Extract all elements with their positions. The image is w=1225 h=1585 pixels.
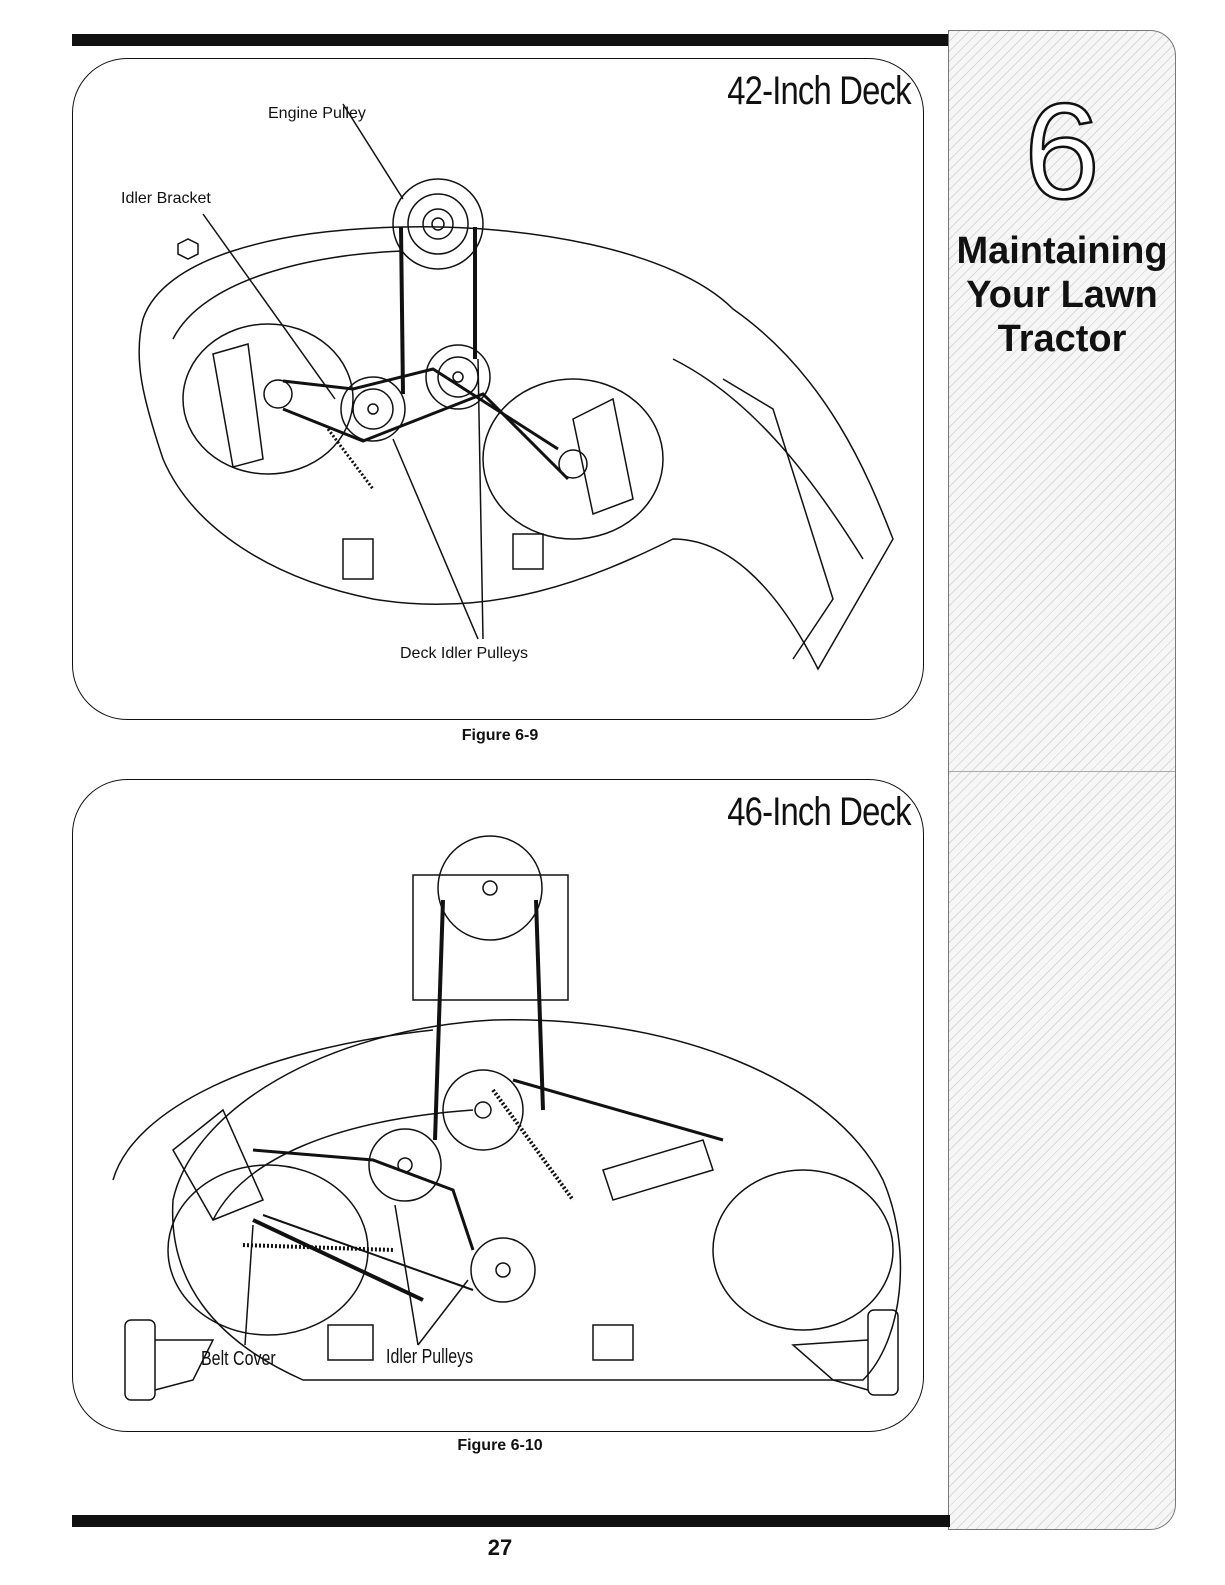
label-belt-cover: Belt Cover: [201, 1348, 276, 1371]
bottom-rule: [72, 1515, 950, 1527]
label-deck-idler-pulleys: Deck Idler Pulleys: [400, 645, 528, 663]
figure-6-10-panel: 46-Inch Deck Belt Cover Idler Pulleys: [72, 779, 924, 1432]
chapter-title: Maintaining Your Lawn Tractor: [949, 229, 1175, 361]
label-idler-bracket: Idler Bracket: [121, 190, 211, 208]
deck-title-42: 42-Inch Deck: [728, 69, 911, 114]
chapter-sidebar: 6 Maintaining Your Lawn Tractor: [948, 30, 1176, 1530]
deck-42-illustration: [73, 59, 924, 720]
chapter-number: 6: [949, 83, 1175, 219]
figure-caption-6-10: Figure 6-10: [0, 1437, 1000, 1455]
chapter-title-line-3: Tractor: [949, 317, 1175, 361]
label-idler-pulleys: Idler Pulleys: [386, 1346, 473, 1369]
sidebar-divider: [949, 771, 1175, 772]
page-number: 27: [0, 1535, 1000, 1561]
label-engine-pulley: Engine Pulley: [268, 105, 366, 123]
deck-46-illustration: [73, 780, 924, 1432]
chapter-title-line-1: Maintaining: [949, 229, 1175, 273]
figure-6-9-panel: 42-Inch Deck Engine Pulley Idler Bracket…: [72, 58, 924, 720]
top-rule: [72, 34, 950, 46]
deck-title-46: 46-Inch Deck: [728, 790, 911, 835]
figure-caption-6-9: Figure 6-9: [0, 727, 1000, 745]
chapter-title-line-2: Your Lawn: [949, 273, 1175, 317]
